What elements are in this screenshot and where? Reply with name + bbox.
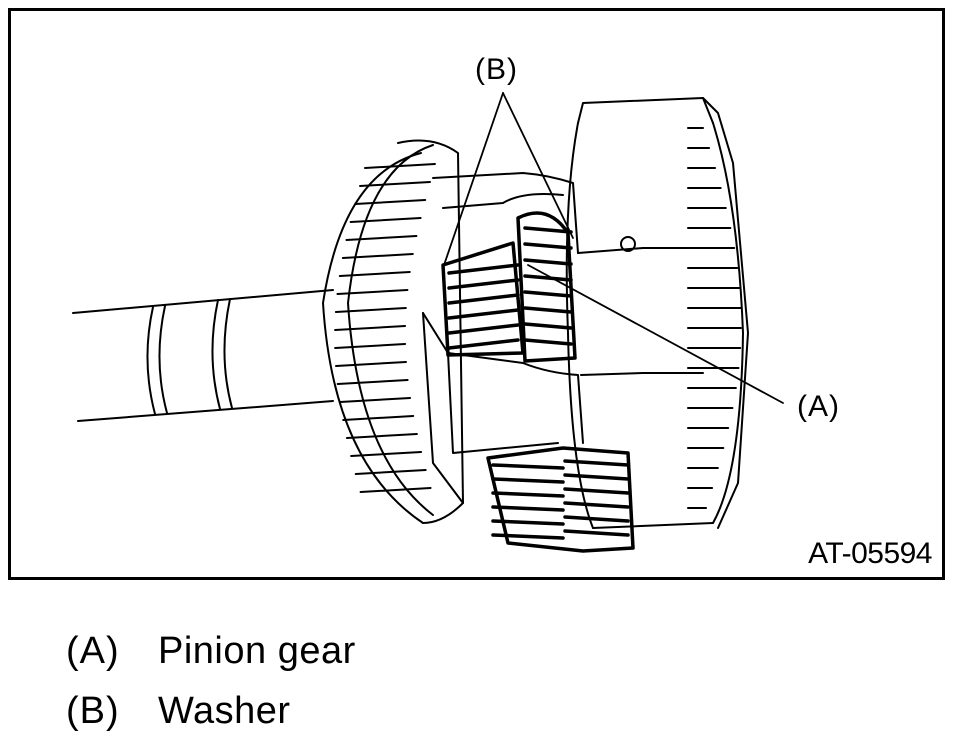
- differential-case: [422, 172, 704, 504]
- gear-tooth: [523, 322, 573, 330]
- gear-tooth: [563, 487, 630, 495]
- gear-tooth: [364, 163, 436, 169]
- pinion-gear-teeth: [447, 226, 573, 350]
- legend-key: (B): [66, 690, 120, 732]
- gear-tooth: [523, 274, 573, 282]
- callout-b: (B): [475, 53, 518, 86]
- gear-tooth: [345, 433, 418, 439]
- legend-label: Washer: [158, 690, 291, 732]
- gear-tooth: [563, 529, 630, 537]
- left-spur-gear: [322, 139, 464, 524]
- gear-tooth: [338, 271, 411, 277]
- legend-label: Pinion gear: [158, 630, 356, 672]
- gear-tooth: [359, 487, 432, 493]
- gear-tooth: [563, 473, 630, 481]
- gear-tooth: [345, 235, 418, 241]
- gear-tooth: [342, 415, 415, 421]
- callout-a: (A): [797, 390, 840, 423]
- lower-gear-teeth: [491, 459, 630, 540]
- gear-tooth: [334, 361, 407, 367]
- gear-tooth: [491, 533, 565, 540]
- gear-tooth: [523, 242, 573, 250]
- gear-tooth: [491, 519, 565, 526]
- gear-tooth: [350, 451, 423, 457]
- gear-tooth: [447, 293, 520, 305]
- gear-tooth: [563, 501, 630, 509]
- shaft: [72, 289, 334, 422]
- gear-assembly-illustration: [72, 92, 784, 553]
- gear-tooth: [491, 491, 565, 498]
- gear-tooth: [336, 379, 409, 385]
- gear-tooth: [523, 258, 573, 266]
- gear-tooth: [563, 515, 630, 523]
- gear-tooth: [523, 306, 573, 314]
- gear-tooth: [447, 308, 520, 320]
- gear-tooth: [447, 263, 520, 275]
- gear-tooth: [491, 505, 565, 512]
- gear-tooth: [339, 397, 412, 403]
- gear-tooth: [334, 307, 407, 313]
- pinion-gears: [441, 211, 635, 553]
- legend: (A) Pinion gear (B) Washer: [66, 628, 766, 748]
- gear-tooth: [523, 226, 573, 234]
- gear-tooth: [336, 289, 409, 295]
- legend-item: (A) Pinion gear: [66, 628, 766, 688]
- gear-tooth: [491, 477, 565, 484]
- right-spur-gear: [565, 97, 749, 529]
- leader-lines: [442, 92, 784, 404]
- gear-tooth: [354, 199, 427, 205]
- gear-tooth: [341, 253, 414, 259]
- gear-tooth: [563, 459, 630, 467]
- gear-tooth: [359, 181, 432, 187]
- gear-tooth: [354, 469, 427, 475]
- legend-item: (B) Washer: [66, 688, 766, 748]
- left-gear-teeth: [334, 163, 436, 493]
- legend-key: (A): [66, 630, 120, 672]
- gear-tooth: [523, 338, 573, 346]
- gear-tooth: [447, 278, 520, 290]
- right-gear-teeth: [687, 127, 742, 509]
- gear-tooth: [447, 323, 520, 335]
- gear-tooth: [523, 290, 573, 298]
- gear-tooth: [349, 217, 422, 223]
- gear-tooth: [334, 325, 407, 331]
- gear-tooth: [334, 343, 407, 349]
- figure-frame: (B) (A) AT-05594: [8, 8, 945, 580]
- gear-tooth: [491, 463, 565, 470]
- gear-tooth: [447, 338, 520, 350]
- figure-id: AT-05594: [808, 537, 932, 570]
